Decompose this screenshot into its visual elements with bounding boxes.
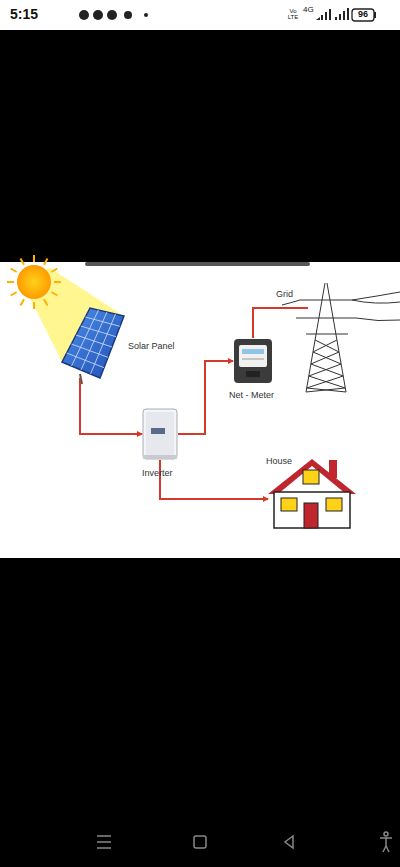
status-text: Vo LTE [286,8,300,20]
part-label: Inverter [142,468,173,478]
power-line [253,308,308,338]
net-meter: Net - Meter [233,338,273,384]
clock-text: 5:15 [10,7,38,21]
part-label: Net - Meter [229,390,274,400]
part-label: Grid [276,289,293,299]
power-line [160,460,268,499]
grid-tower: Grid [300,283,352,393]
power-line [80,378,142,434]
status-text: 4G [303,6,314,14]
power-line [178,361,233,434]
battery-level: 96 [354,10,372,19]
inverter: Inverter [142,408,178,460]
solar-panel: Solar Panel [62,306,124,378]
nav-bar [0,818,400,867]
part-label: Solar Panel [128,341,175,351]
part-label: House [266,456,292,466]
house: House [268,470,356,528]
